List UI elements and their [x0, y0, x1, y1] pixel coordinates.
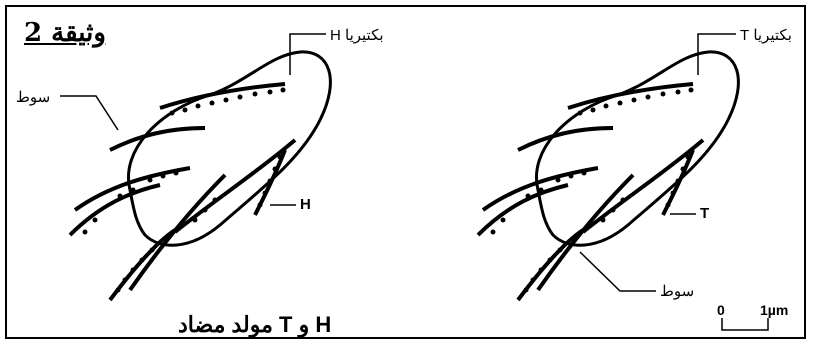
antigen-t-label: T [700, 205, 709, 222]
antigen-caption: H و T مولد مضاد [178, 312, 331, 338]
bacterium-t-label: بكتيريا T [740, 26, 792, 44]
scale-start-label: 0 [717, 302, 725, 318]
flagellum-label-right: سوط [660, 282, 694, 300]
flagellum-label-left: سوط [16, 88, 50, 106]
bacterium-h-drawing [70, 52, 330, 300]
document-title: وثيقة 2 [24, 18, 106, 48]
scale-bar [722, 318, 768, 330]
scale-end-label: 1µm [760, 302, 788, 318]
bacterium-h-label: بكتيريا H [330, 26, 384, 44]
bacterium-t-drawing [478, 52, 738, 300]
antigen-h-label: H [300, 196, 311, 213]
